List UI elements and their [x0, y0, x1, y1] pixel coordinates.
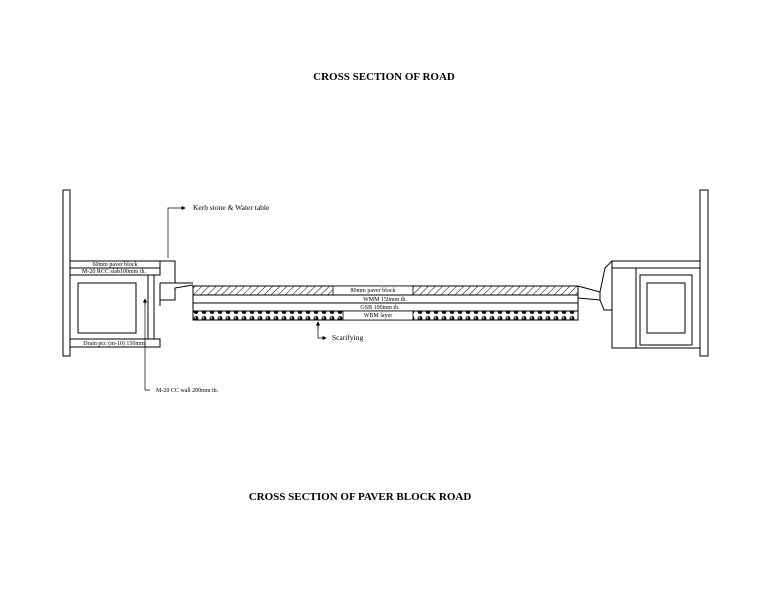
- wmm-label: WMM 150mm th.: [363, 297, 407, 303]
- wall-label-group: M-20 CC wall 200mm th.: [142, 298, 219, 394]
- paver-left-label: 60mm paver block: [93, 262, 138, 268]
- left-boundary-wall: [62, 189, 71, 357]
- gsb-label: GSB 100mm th.: [360, 305, 400, 311]
- slab-left-label: M-20 RCC slab100mm th.: [82, 269, 147, 275]
- right-boundary-wall: [699, 189, 709, 357]
- main-title: CROSS SECTION OF ROAD: [313, 71, 455, 83]
- left-drain: [69, 260, 161, 348]
- paver-road-label: 80mm paver block: [351, 288, 396, 294]
- drain-pcc-label: Drain pcc (m-10) 150mm: [83, 340, 145, 347]
- left-kerb-stone: [159, 260, 194, 306]
- bottom-title: CROSS SECTION OF PAVER BLOCK ROAD: [249, 491, 472, 503]
- scarifying-label: Scarifying: [332, 333, 363, 342]
- road-layers: [192, 285, 579, 321]
- kerb-label: Kerb stone & Water table: [193, 203, 270, 212]
- right-kerb-stone: [577, 260, 613, 311]
- wall-label: M-20 CC wall 200mm th.: [156, 388, 219, 394]
- right-drain: [611, 260, 701, 349]
- scarifying-label-group: Scarifying: [315, 321, 363, 342]
- wbm-label: WBM layer: [364, 313, 393, 319]
- kerb-label-group: Kerb stone & Water table: [167, 203, 270, 258]
